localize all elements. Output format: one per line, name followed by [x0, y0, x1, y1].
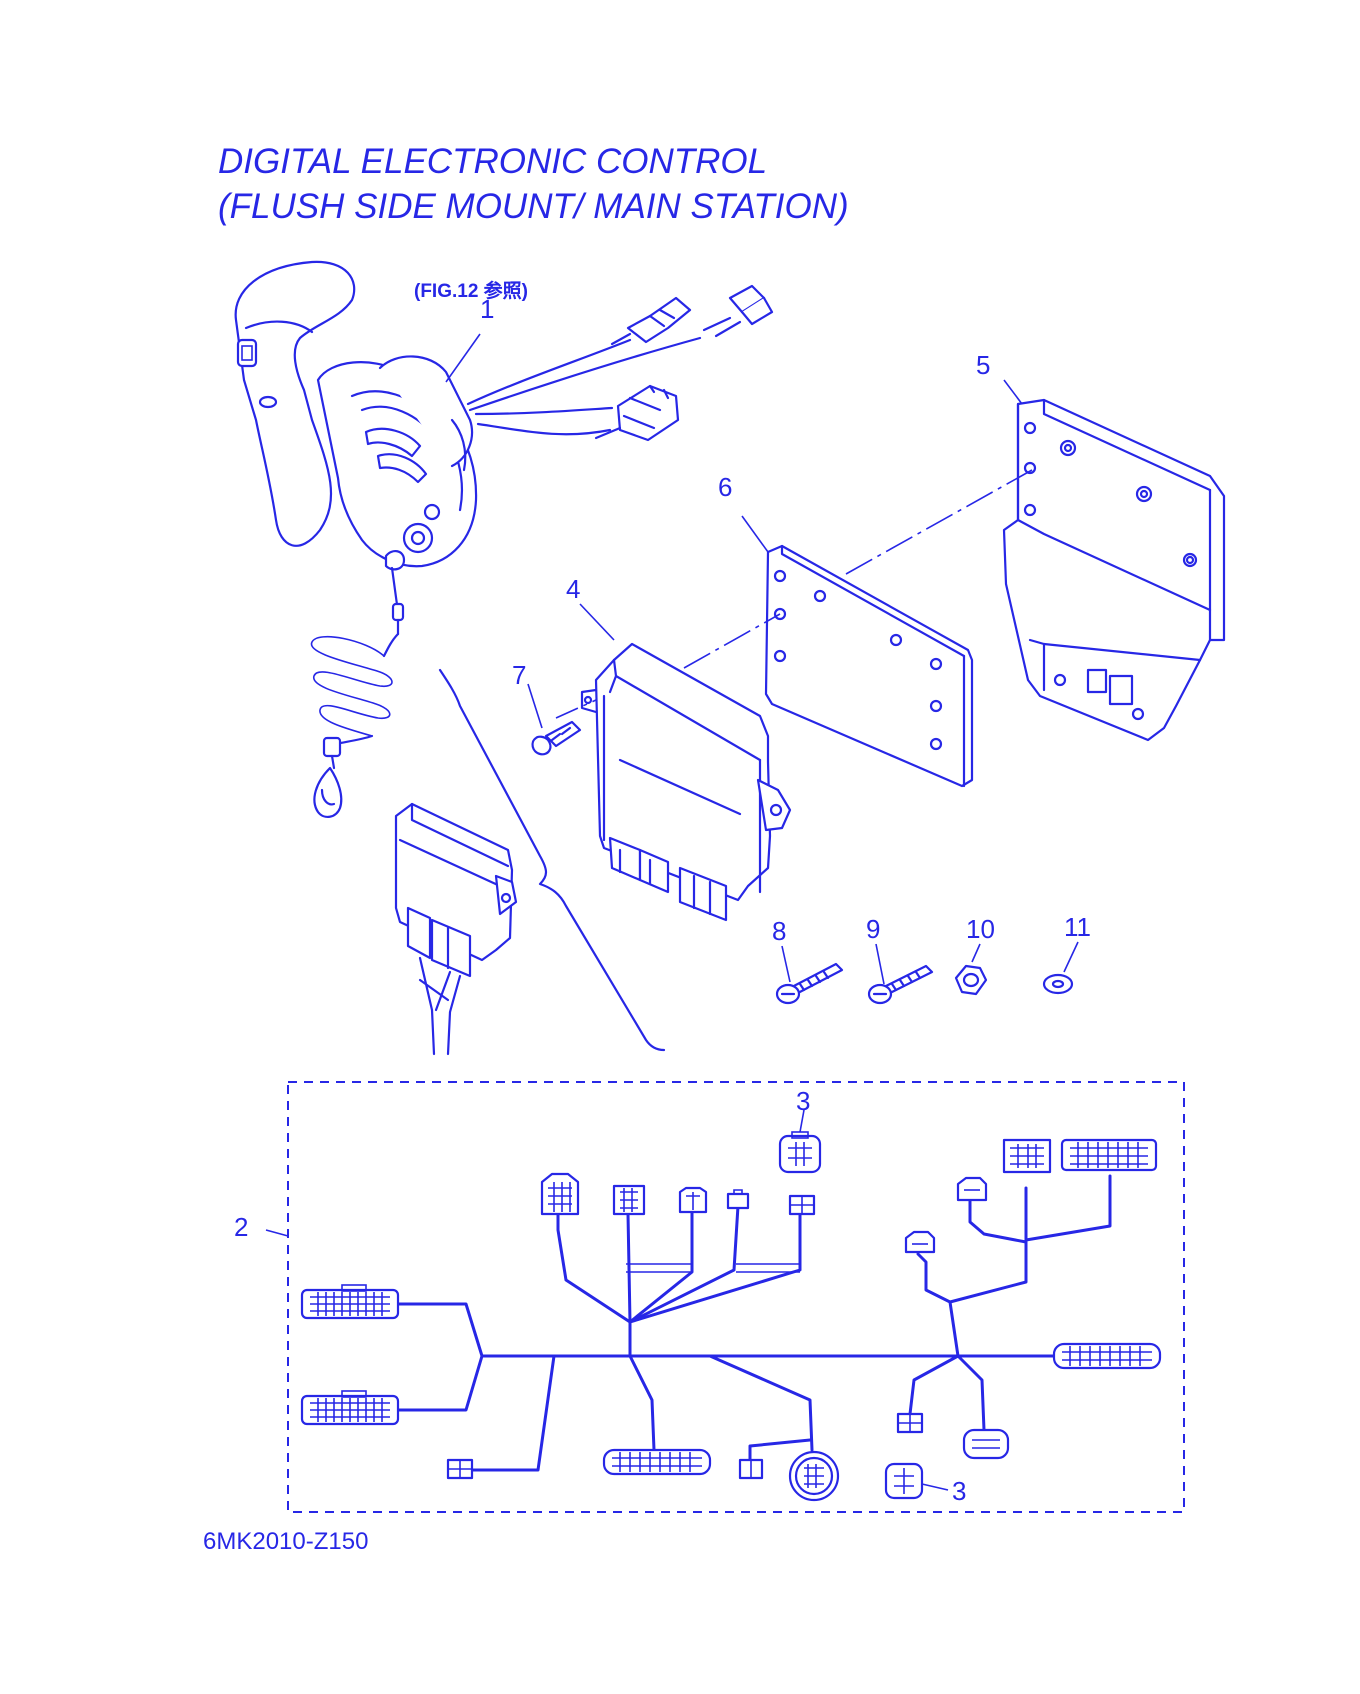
fig12-connector-b — [702, 284, 774, 338]
harness-connector-bottom-small — [738, 1458, 764, 1480]
callout-10: 10 — [966, 914, 995, 944]
control-unit[interactable] — [580, 642, 792, 922]
title-line-2: (FLUSH SIDE MOUNT/ MAIN STATION) — [218, 187, 849, 226]
harness-connector-right-1 — [904, 1230, 936, 1254]
control-unit-alt-view — [394, 802, 518, 1056]
callout-2: 2 — [234, 1212, 248, 1242]
callout-1: 1 — [480, 294, 494, 324]
harness-connector-right-long — [1052, 1342, 1162, 1370]
mounting-plate[interactable] — [764, 544, 974, 788]
callout-5: 5 — [976, 350, 990, 380]
fig12-connector-c — [594, 384, 680, 442]
callout-3-top: 3 — [796, 1086, 810, 1116]
harness-connector-left-lower — [300, 1390, 400, 1426]
fig12-reference-note: (FIG.12 参照) — [414, 279, 528, 302]
screw-part-9[interactable] — [867, 964, 934, 1005]
harness-connector-right-3 — [1002, 1138, 1052, 1174]
harness-connector-right-oval — [962, 1428, 1010, 1460]
screw-part-8[interactable] — [775, 962, 844, 1005]
callout-8: 8 — [772, 916, 786, 946]
title-line-1: DIGITAL ELECTRONIC CONTROL — [218, 142, 767, 181]
nut-part-10[interactable] — [954, 964, 988, 996]
harness-connector-right-2 — [956, 1176, 988, 1202]
harness-connector-part3-bottom — [884, 1462, 924, 1500]
callout-7: 7 — [512, 660, 526, 690]
harness-connector-right-4 — [1060, 1138, 1158, 1172]
harness-connector-top-4 — [726, 1189, 750, 1210]
harness-dashed-frame — [287, 1081, 1185, 1513]
lanyard-coil — [310, 635, 393, 818]
washer-part-11[interactable] — [1042, 973, 1074, 995]
callout-11: 11 — [1064, 912, 1091, 942]
control-lever-assembly[interactable] — [234, 260, 774, 818]
harness-connector-top-5 — [788, 1194, 816, 1216]
callout-4: 4 — [566, 574, 580, 604]
callout-3-bottom: 3 — [952, 1476, 966, 1506]
harness-connector-right-small — [896, 1412, 924, 1434]
harness-connector-top-2 — [612, 1184, 646, 1216]
harness-connector-bottom-round — [788, 1450, 840, 1502]
mounting-bracket[interactable] — [1002, 398, 1226, 742]
harness-connector-top-1 — [540, 1172, 580, 1216]
harness-connector-part3-top — [778, 1131, 822, 1174]
harness-connector-top-3 — [678, 1186, 708, 1214]
fig12-connector-a — [610, 296, 692, 346]
harness-connector-small-bottom-left — [446, 1458, 474, 1480]
harness-connector-bottom-long — [602, 1448, 712, 1476]
callout-9: 9 — [866, 914, 880, 944]
alternate-bracket — [438, 668, 666, 1052]
callout-6: 6 — [718, 472, 732, 502]
wire-harness[interactable] — [265, 1081, 1185, 1513]
bolt-part-7[interactable] — [531, 720, 582, 756]
drawing-code: 6MK2010-Z150 — [203, 1528, 368, 1555]
harness-connector-left-upper — [300, 1284, 400, 1320]
